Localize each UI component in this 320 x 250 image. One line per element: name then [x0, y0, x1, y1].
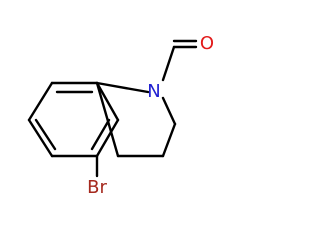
bromine-atom-label: Br [87, 177, 107, 198]
c3a-to-c7a-vertical-bond [95, 81, 120, 122]
c2-to-c3-bond [161, 122, 177, 158]
c3a-to-c7a-bond [95, 81, 120, 158]
c7-to-c6-bond [27, 81, 54, 122]
c4-to-c3a-bond [95, 118, 120, 158]
indoline-structure-diagram: N O Br [27, 33, 214, 198]
aromatic-inner-bond-right [90, 118, 111, 151]
c7a-to-nitrogen-bond [95, 81, 150, 94]
atom-labels: N O Br [87, 33, 214, 198]
c6-to-c5-bond [27, 118, 54, 158]
nitrogen-atom-label: N [147, 81, 160, 102]
bond-network [27, 39, 198, 178]
oxygen-atom-label: O [200, 33, 214, 54]
aromatic-inner-bond-left [34, 118, 57, 151]
carbonyl-carbon-to-nitrogen-bond [161, 45, 176, 82]
nitrogen-to-c2-bond [161, 96, 177, 126]
